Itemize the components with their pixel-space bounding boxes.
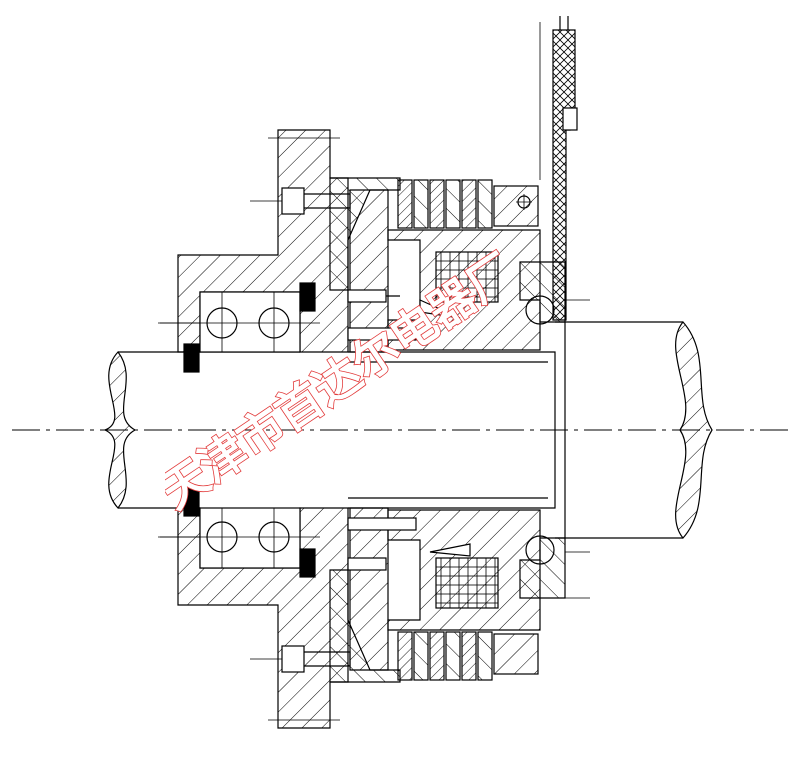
leader-lines — [158, 22, 541, 721]
keys — [183, 282, 316, 578]
friction-pack-lower — [329, 507, 539, 683]
magnet-body-lower — [347, 509, 541, 631]
friction-pack-upper — [329, 177, 539, 353]
housing-lower — [177, 507, 351, 729]
lead-wire — [552, 16, 578, 321]
housing-upper — [177, 129, 351, 353]
